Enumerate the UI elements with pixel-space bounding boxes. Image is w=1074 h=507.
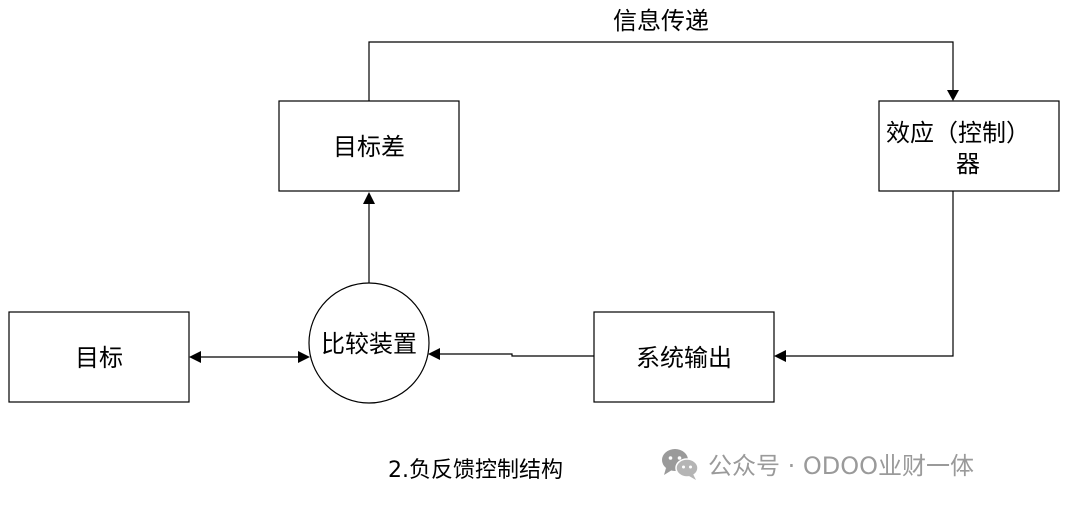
- node-controller-label-line2: 器: [956, 150, 980, 178]
- arrowhead-comparator-in-left: [298, 351, 310, 363]
- watermark-text: 公众号 · ODOO业财一体: [708, 452, 975, 480]
- arrowhead-target-in: [189, 351, 201, 363]
- node-system-output: 系统输出: [593, 311, 775, 403]
- node-target: 目标: [8, 311, 190, 403]
- node-target-diff-label: 目标差: [333, 133, 405, 161]
- edge-output-to-comparator: [438, 353, 594, 357]
- node-controller: 效应（控制） 器: [878, 100, 1060, 192]
- edge-controller-to-output: [784, 191, 954, 357]
- arrowhead-target-diff-in: [363, 192, 375, 204]
- node-target-label: 目标: [75, 344, 123, 372]
- node-system-output-label: 系统输出: [636, 344, 732, 372]
- node-controller-label-line1: 效应（控制）: [886, 119, 1030, 147]
- arrowhead-comparator-in-right: [428, 348, 440, 360]
- node-comparator-label: 比较装置: [321, 330, 417, 358]
- diagram-caption: 2.负反馈控制结构: [388, 458, 563, 483]
- node-comparator: 比较装置: [308, 282, 430, 404]
- node-target-diff: 目标差: [278, 100, 460, 192]
- wechat-icon: [660, 447, 700, 481]
- watermark: 公众号 · ODOO业财一体: [660, 446, 974, 481]
- arrowhead-output-in: [774, 350, 786, 362]
- edge-info-transfer: [368, 41, 954, 101]
- edge-label-info-transfer: 信息传递: [613, 7, 709, 35]
- arrowhead-controller-in: [947, 90, 959, 101]
